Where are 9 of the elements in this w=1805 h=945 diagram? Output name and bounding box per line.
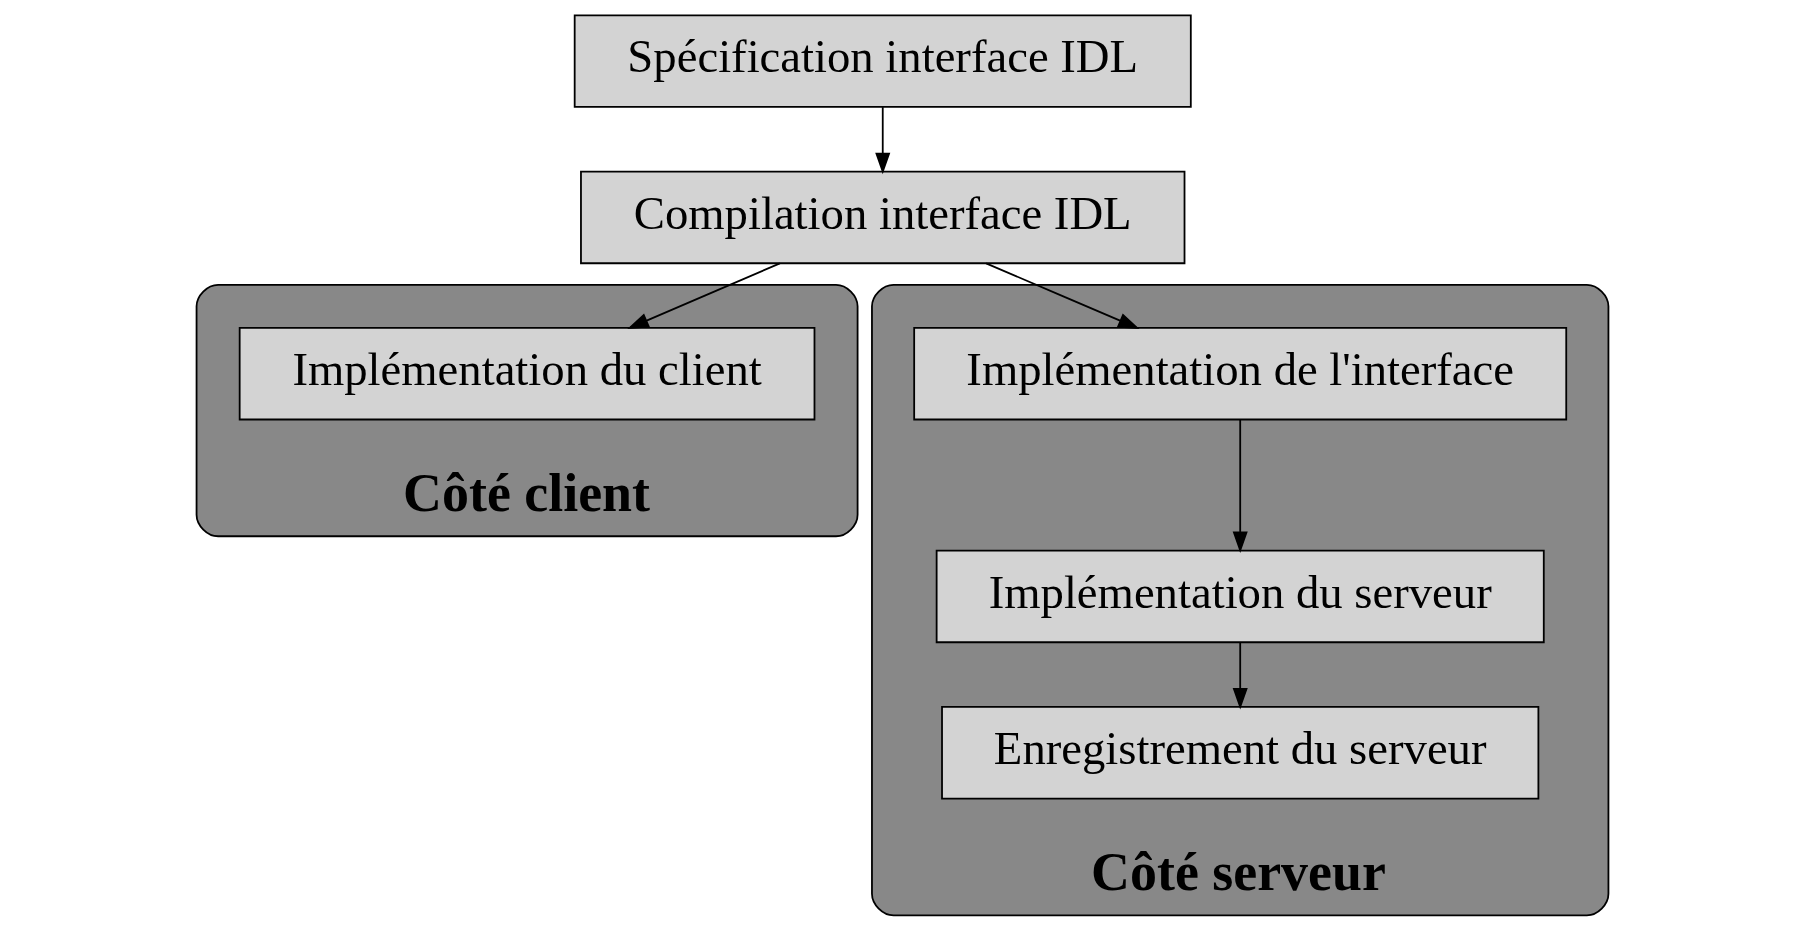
- node-box: Enregistrement du serveur: [941, 706, 1540, 800]
- node-box: Implémentation du client: [238, 327, 816, 421]
- arrow: [1232, 641, 1248, 710]
- node-box: Implémentation du serveur: [935, 549, 1545, 644]
- node-box: Spécification interface IDL: [573, 14, 1192, 108]
- node-box: Compilation interface IDL: [580, 170, 1186, 265]
- arrow: [1232, 418, 1248, 554]
- arrow: [875, 106, 891, 175]
- node-box: Implémentation de l'interface: [913, 327, 1568, 421]
